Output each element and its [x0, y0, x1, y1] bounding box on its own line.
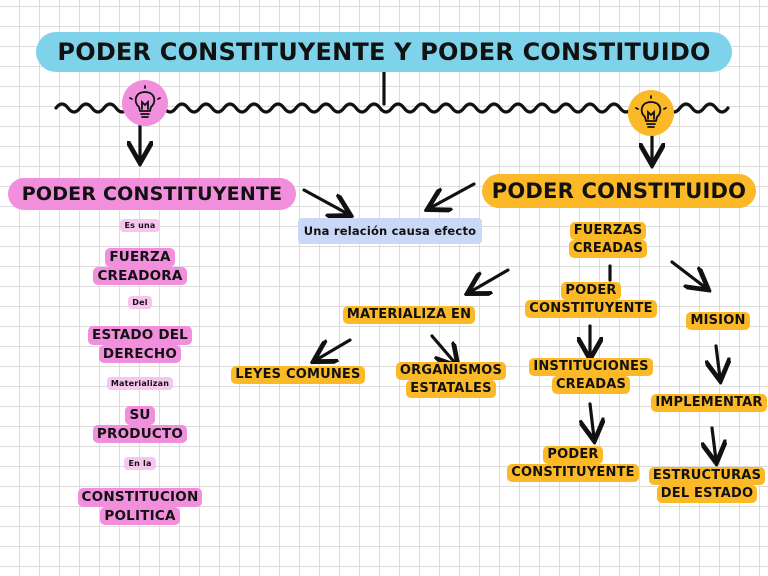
connector-text: Del: [128, 296, 152, 309]
node-line: ESTATALES: [406, 380, 496, 399]
right-header: PODER CONSTITUIDO: [482, 174, 756, 208]
node-constitucion-politica: CONSTITUCION POLITICA: [50, 488, 230, 526]
lightbulb-icon: [628, 90, 674, 136]
node-line: CONSTITUYENTE: [507, 464, 639, 483]
node-poder-constituyente-2: PODER CONSTITUYENTE: [498, 446, 648, 483]
node-line: POLITICA: [100, 506, 180, 526]
node-mision: MISION: [670, 312, 766, 331]
node-line: CREADAS: [551, 376, 631, 395]
node-line: CREADORA: [93, 266, 187, 286]
arrow-to-organismos: [430, 334, 456, 364]
left-header: PODER CONSTITUYENTE: [8, 178, 296, 210]
node-line: CONSTITUYENTE: [525, 300, 657, 319]
connector-text: Materializan: [106, 377, 174, 390]
node-line: PODER: [561, 282, 621, 301]
arrow-to-leyes: [316, 338, 352, 360]
arrow-to-materializa: [470, 268, 510, 292]
node-materializa-en: MATERIALIZA EN: [334, 306, 484, 325]
node-implementar: IMPLEMENTAR: [650, 394, 768, 413]
node-line: CREADAS: [568, 240, 648, 259]
node-line: SU: [125, 406, 155, 425]
connector-text: Es una: [120, 219, 160, 232]
node-fuerzas-creadas: FUERZAS CREADAS: [548, 222, 668, 259]
arrow-to-estructuras: [712, 426, 716, 460]
connector-text: En la: [124, 457, 156, 470]
node-line: CONSTITUCION: [77, 488, 203, 507]
node-su-producto: SU PRODUCTO: [60, 406, 220, 444]
node-fuerza-creadora: FUERZA CREADORA: [60, 248, 220, 286]
node-line: ESTRUCTURAS: [648, 467, 766, 486]
node-organismos-estatales: ORGANISMOS ESTATALES: [384, 362, 518, 399]
node-estructuras-del-estado: ESTRUCTURAS DEL ESTADO: [646, 467, 768, 504]
arrow-to-mision: [670, 260, 706, 288]
connector-es-una: Es una: [110, 219, 170, 232]
node-line: DERECHO: [98, 344, 182, 364]
connector-del: Del: [110, 296, 170, 309]
node-line: FUERZA: [105, 248, 175, 267]
node-line: ESTADO DEL: [88, 326, 192, 345]
connector-en-la: En la: [110, 457, 170, 470]
arrow-right-to-center: [430, 182, 476, 208]
node-line: FUERZAS: [569, 222, 647, 241]
arrow-left-to-center: [302, 188, 348, 214]
lightbulb-icon: [122, 80, 168, 126]
arrow-to-implementar: [716, 344, 720, 378]
connector-materializan: Materializan: [90, 377, 190, 390]
arrow-to-pc2: [590, 402, 594, 438]
node-line: MATERIALIZA EN: [342, 306, 476, 325]
node-line: INSTITUCIONES: [529, 358, 653, 377]
node-line: PRODUCTO: [92, 424, 188, 444]
node-line: IMPLEMENTAR: [651, 394, 767, 413]
node-line: DEL ESTADO: [656, 485, 758, 504]
center-relation: Una relación causa efecto: [298, 218, 482, 244]
wavy-line: [54, 102, 730, 114]
page-title: PODER CONSTITUYENTE Y PODER CONSTITUIDO: [36, 32, 732, 72]
node-line: MISION: [686, 312, 750, 331]
node-line: PODER: [543, 446, 603, 465]
node-leyes-comunes: LEYES COMUNES: [226, 366, 370, 385]
node-poder-constituyente-1: PODER CONSTITUYENTE: [516, 282, 666, 319]
node-line: LEYES COMUNES: [231, 366, 365, 385]
node-line: ORGANISMOS: [395, 362, 507, 381]
node-estado-derecho: ESTADO DEL DERECHO: [60, 326, 220, 364]
node-instituciones-creadas: INSTITUCIONES CREADAS: [516, 358, 666, 395]
